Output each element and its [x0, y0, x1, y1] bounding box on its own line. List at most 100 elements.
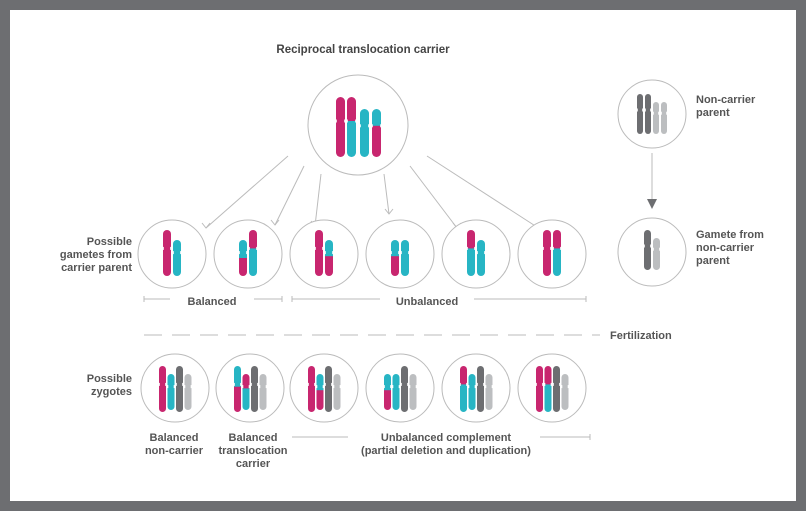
chromosome-band: [242, 388, 250, 410]
chromosome: [466, 230, 476, 276]
centromere-notch: [400, 251, 402, 255]
chromosome-band: [316, 374, 324, 391]
chromosome-band: [347, 121, 356, 157]
chromosome: [652, 238, 661, 270]
chromosome: [636, 94, 644, 134]
chromosome-band: [477, 240, 485, 276]
arrow-line: [205, 155, 289, 229]
chromosome-band: [239, 258, 247, 276]
centromere-notch: [476, 382, 478, 386]
arrow-head: [384, 208, 394, 215]
gamete-circle: [441, 219, 511, 289]
chromosome-band: [467, 248, 475, 276]
centromere-notch: [158, 382, 160, 386]
arrow-head: [201, 222, 211, 229]
chromosome-band: [372, 125, 381, 157]
chromosome: [383, 374, 392, 410]
centromere-notch: [466, 382, 468, 386]
centromere-notch: [180, 251, 182, 255]
chromosome-band: [467, 230, 475, 249]
chromosome: [314, 230, 324, 276]
centromere-notch: [552, 382, 554, 386]
chromosome: [400, 366, 409, 412]
chromosome: [162, 230, 172, 276]
centromere-notch: [415, 385, 418, 389]
zygote-circle: [289, 353, 359, 423]
arrow-head: [270, 219, 280, 226]
chromosome-band: [239, 240, 247, 259]
centromere-notch: [552, 246, 554, 250]
chromosome-band: [553, 230, 561, 249]
centromere-notch: [355, 119, 357, 123]
diagram-title: Reciprocal translocation carrier: [276, 44, 450, 56]
chromosome: [359, 109, 370, 157]
centromere-notch: [542, 382, 544, 386]
centromere-notch: [407, 382, 409, 386]
chromosome: [175, 366, 184, 412]
arrow-line: [314, 173, 322, 227]
gamete-circle: [365, 219, 435, 289]
chromosome: [542, 230, 552, 276]
chromosome-band: [167, 374, 175, 410]
chromosome: [560, 374, 570, 410]
chromosome-band: [259, 374, 267, 410]
possible-zygotes-label: Possible zygotes: [86, 373, 132, 398]
chromosome-band: [468, 374, 476, 410]
chromosome: [467, 374, 477, 410]
centromere-notch: [346, 119, 348, 123]
centromere-notch: [314, 246, 316, 250]
centromere-notch: [307, 382, 309, 386]
non-carrier-parent-circle: [617, 79, 687, 149]
chromosome: [233, 366, 242, 412]
chromosome: [324, 366, 333, 412]
chromosome: [644, 94, 652, 134]
chromosome: [172, 240, 182, 276]
chromosome-band: [553, 248, 561, 276]
gamete-circle: [137, 219, 207, 289]
chromosome: [307, 366, 316, 412]
chromosome: [315, 374, 325, 410]
chromosome: [400, 240, 410, 276]
centromere-notch: [650, 244, 652, 248]
chromosome-band: [561, 374, 569, 410]
chromosome-band: [360, 109, 369, 157]
centromere-notch: [190, 385, 193, 389]
carrier-circle: [307, 74, 409, 176]
centromere-notch: [550, 382, 553, 386]
chromosome-band: [249, 230, 257, 249]
gamete-circle: [289, 219, 359, 289]
chromosome-band: [159, 366, 166, 412]
chromosome-band: [325, 256, 333, 276]
centromere-notch: [246, 251, 248, 255]
chromosome-band: [234, 386, 241, 412]
centromere-notch: [484, 385, 487, 389]
centromere-notch: [170, 246, 172, 250]
chromosome-band: [544, 366, 552, 385]
chromosome-band: [553, 366, 560, 412]
zygote-circle: [441, 353, 511, 423]
chromosome-band: [645, 94, 651, 134]
possible-gametes-label: Possible gametes from carrier parent: [59, 236, 132, 274]
centromere-notch: [383, 385, 385, 389]
centromere-notch: [368, 124, 370, 128]
centromere-notch: [331, 382, 333, 386]
centromere-notch: [238, 251, 240, 255]
chromosome-band: [544, 384, 552, 412]
centromere-notch: [173, 385, 176, 389]
centromere-notch: [658, 111, 660, 115]
centromere-notch: [257, 382, 259, 386]
chromosome: [166, 374, 176, 410]
centromere-notch: [476, 251, 478, 255]
centromere-notch: [182, 382, 184, 386]
gamete-circle: [213, 219, 283, 289]
centromere-notch: [659, 247, 661, 251]
chromosome: [346, 97, 357, 157]
centromere-notch: [560, 385, 563, 389]
gamete-non-carrier-label: Gamete from non-carrier parent: [696, 229, 764, 267]
chromosome: [332, 374, 342, 410]
centromere-notch: [408, 251, 410, 255]
chromosome-band: [176, 366, 183, 412]
centromere-notch: [408, 385, 411, 389]
zygote-circle: [517, 353, 587, 423]
chromosome-band: [372, 109, 381, 127]
